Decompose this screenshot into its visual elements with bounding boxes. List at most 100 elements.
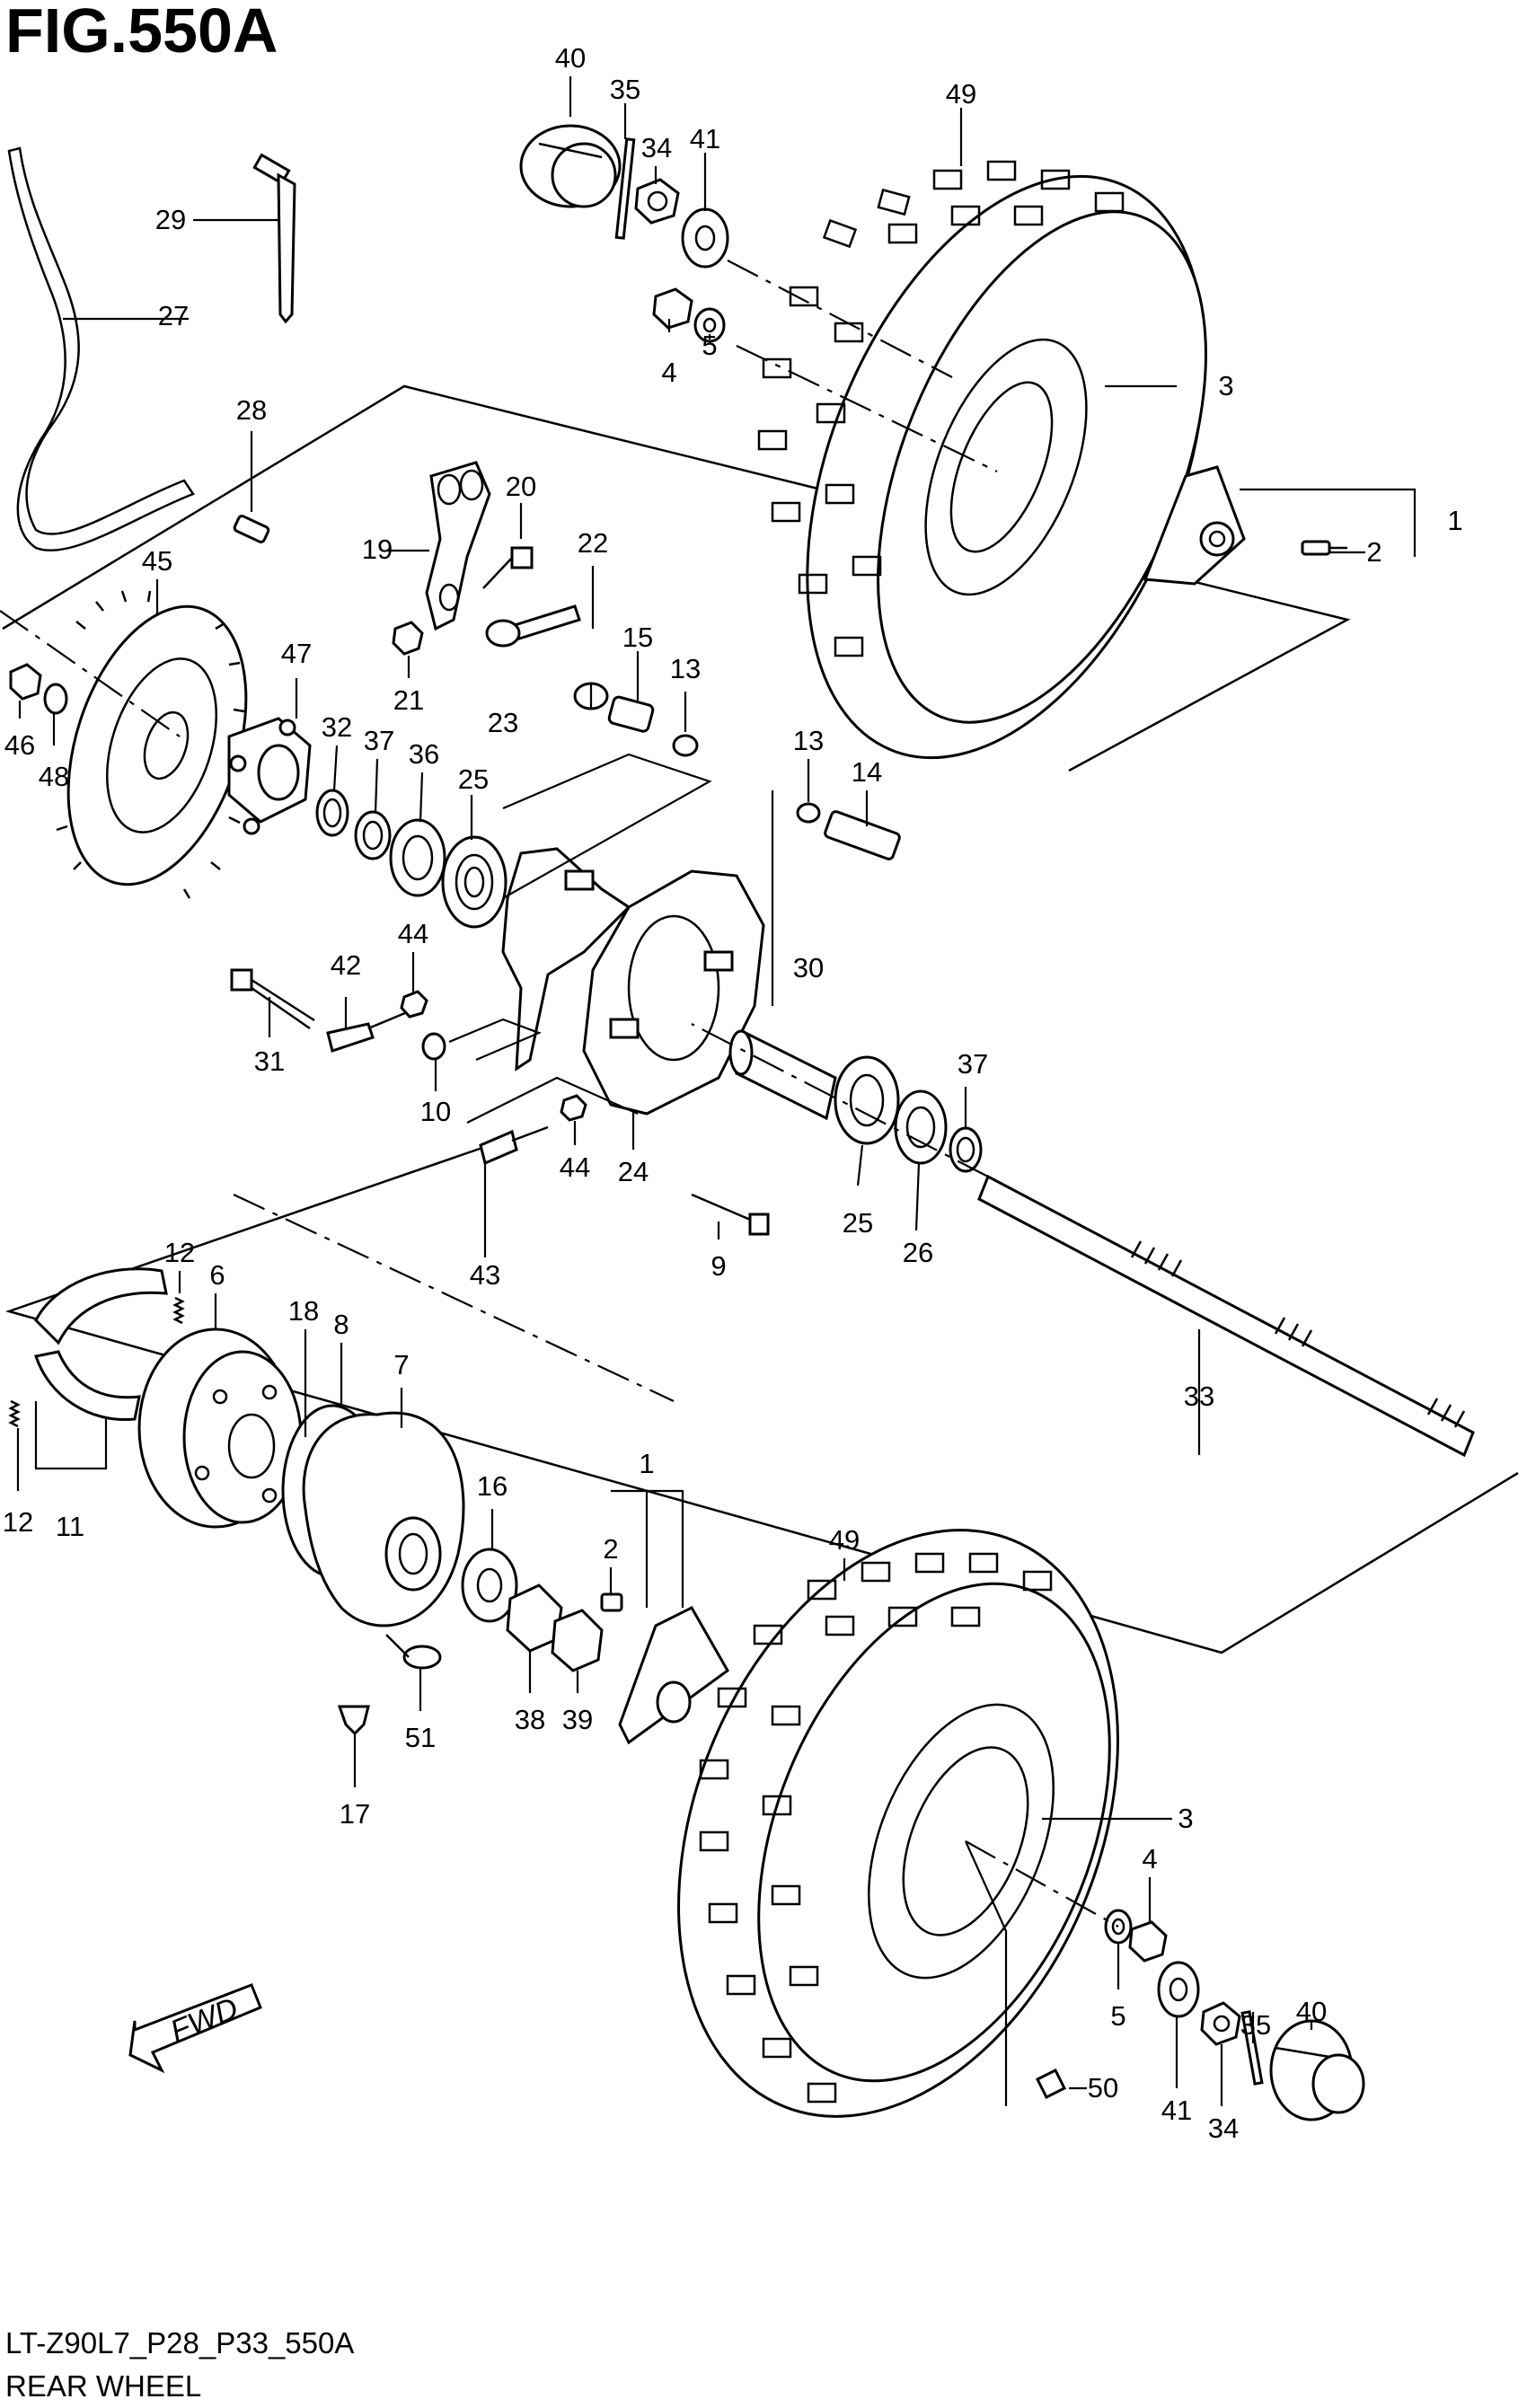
- callout-31: 31: [254, 1045, 285, 1077]
- callout-11: 11: [56, 1511, 84, 1542]
- callout-44-a: 44: [398, 918, 428, 949]
- callout-16: 16: [477, 1470, 508, 1502]
- callout-47: 47: [281, 638, 312, 669]
- callout-25-b: 25: [843, 1207, 873, 1239]
- bearing-25a: [441, 835, 508, 929]
- callout-41-upper: 41: [690, 123, 720, 154]
- upper-bolt-2: [1301, 540, 1347, 556]
- callout-32: 32: [322, 711, 352, 743]
- brake-lever-22: [485, 604, 581, 648]
- callout-29: 29: [155, 204, 186, 235]
- oil-seal-26: [894, 1089, 948, 1165]
- oring-13a: [672, 734, 699, 757]
- nut-39: [551, 1609, 604, 1672]
- washer-10: [421, 1032, 446, 1061]
- callout-46: 46: [4, 729, 35, 761]
- nut-46: [9, 663, 42, 701]
- callout-26: 26: [903, 1237, 933, 1268]
- callout-38: 38: [515, 1704, 545, 1735]
- nut-44b: [560, 1094, 587, 1122]
- bolt-20: [482, 546, 534, 589]
- callout-36: 36: [409, 738, 439, 770]
- upper-washer-41: [681, 207, 729, 269]
- carrier-assembly-box: [4, 1139, 1519, 1654]
- callout-12-b: 12: [3, 1506, 33, 1538]
- callout-41-lower: 41: [1161, 2095, 1192, 2126]
- callout-24: 24: [618, 1156, 649, 1187]
- bearing-25b: [834, 1055, 900, 1145]
- brake-arm-19: [425, 461, 491, 631]
- oil-seal-36: [389, 818, 446, 897]
- brake-drum-6: [137, 1327, 303, 1529]
- snap-ring-32: [315, 789, 349, 837]
- bolt-31: [230, 968, 315, 1030]
- leader-lines: [16, 76, 1417, 2106]
- callout-13-b: 13: [793, 725, 824, 756]
- callout-15: 15: [622, 622, 653, 653]
- carrier-guide-2: [448, 1018, 542, 1062]
- callout-35-lower: 35: [1240, 2009, 1271, 2041]
- callout-28: 28: [236, 394, 267, 426]
- breather-hose: [7, 146, 195, 551]
- fwd-arrow-icon: FWD: [128, 1983, 262, 2074]
- callout-6: 6: [209, 1259, 225, 1291]
- upper-washer-5: [693, 307, 726, 343]
- upper-axis-line-2: [736, 345, 998, 472]
- spacer-37b: [949, 1126, 983, 1173]
- nut-44a: [400, 990, 428, 1019]
- upper-hub-cap: [519, 124, 622, 208]
- spring-12a: [172, 1296, 185, 1325]
- spacer-37: [354, 810, 392, 860]
- lower-castle-nut: [1200, 2001, 1241, 2046]
- callout-43: 43: [470, 1259, 500, 1291]
- upper-lug-nut-4: [652, 287, 693, 330]
- lower-lug-nut-4: [1128, 1920, 1168, 1963]
- callout-8: 8: [333, 1309, 349, 1340]
- upper-castle-nut: [634, 178, 680, 225]
- callout-45: 45: [142, 545, 172, 577]
- plate-43: [479, 1125, 549, 1166]
- figure-title: FIG.550A: [5, 0, 278, 66]
- callout-39: 39: [562, 1704, 593, 1735]
- callout-34-lower: 34: [1208, 2113, 1239, 2144]
- callout-10: 10: [420, 1096, 451, 1127]
- fwd-label: FWD: [165, 1991, 243, 2049]
- callout-23: 23: [488, 707, 518, 738]
- hose-clamp-tie: [252, 153, 296, 324]
- hub-plate-1b: [618, 1606, 729, 1745]
- nut-21: [392, 621, 424, 656]
- callout-40-upper: 40: [555, 42, 586, 74]
- callout-2-lower: 2: [603, 1533, 618, 1565]
- callout-3-upper: 3: [1218, 370, 1233, 401]
- clip-17: [337, 1705, 370, 1736]
- bolt-2b: [600, 1592, 623, 1612]
- callout-27: 27: [158, 300, 189, 331]
- callout-13-a: 13: [670, 653, 701, 684]
- callout-4-lower: 4: [1142, 1843, 1157, 1874]
- callout-19: 19: [362, 534, 393, 565]
- brake-shoes-11: [34, 1267, 168, 1422]
- callouts: 40 35 49 34 41 29 27 4 5 3 28 1 2 20 22 …: [3, 42, 1463, 2144]
- callout-42: 42: [331, 949, 361, 981]
- lower-cotter-pin: [1240, 2010, 1264, 2086]
- callout-4-upper: 4: [661, 357, 676, 388]
- spacer-30: [728, 1029, 837, 1121]
- upper-hub-cover: [1143, 465, 1246, 586]
- callout-7: 7: [393, 1349, 409, 1380]
- sprocket-dash-line: [0, 610, 181, 737]
- figure-code: LT-Z90L7_P28_P33_550A: [5, 2326, 354, 2359]
- callout-21: 21: [393, 684, 424, 716]
- carrier-guide-1: [502, 753, 712, 899]
- callout-34-upper: 34: [641, 132, 672, 163]
- callout-49-lower: 49: [829, 1524, 860, 1556]
- callout-1-lower: 1: [639, 1448, 654, 1479]
- carrier-guide-3: [466, 1076, 639, 1124]
- spring-12b: [8, 1399, 21, 1428]
- upper-axis-line: [727, 260, 953, 378]
- callout-5-upper: 5: [702, 330, 717, 361]
- lower-hub-cap: [1269, 2019, 1365, 2121]
- callout-40-lower: 40: [1296, 1996, 1327, 2027]
- upper-tire: [757, 160, 1207, 760]
- washer-16: [461, 1548, 518, 1623]
- axle-dash-line: [691, 1023, 989, 1178]
